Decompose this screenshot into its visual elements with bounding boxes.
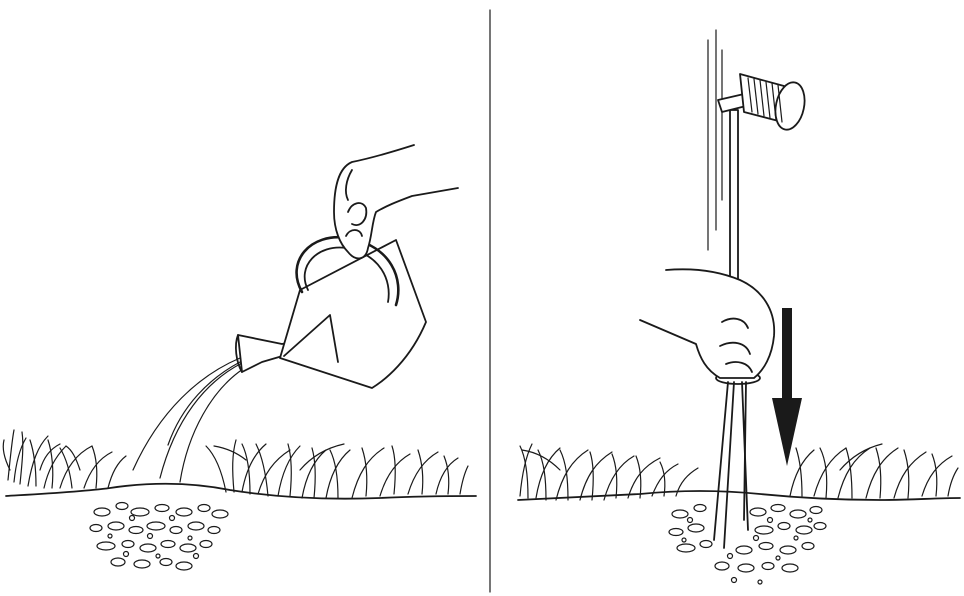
watering-can-icon bbox=[236, 237, 426, 388]
ground-left bbox=[6, 484, 476, 499]
hand-right-icon bbox=[640, 269, 774, 378]
arrow-down-icon bbox=[772, 308, 802, 466]
motion-lines bbox=[708, 30, 722, 250]
grass-left bbox=[3, 430, 126, 488]
pebbles-left bbox=[90, 503, 228, 571]
installing-panel bbox=[518, 30, 960, 584]
water-stream bbox=[133, 358, 243, 482]
grass-middle bbox=[206, 440, 468, 498]
watering-panel bbox=[3, 145, 476, 570]
ground-right bbox=[518, 491, 960, 500]
